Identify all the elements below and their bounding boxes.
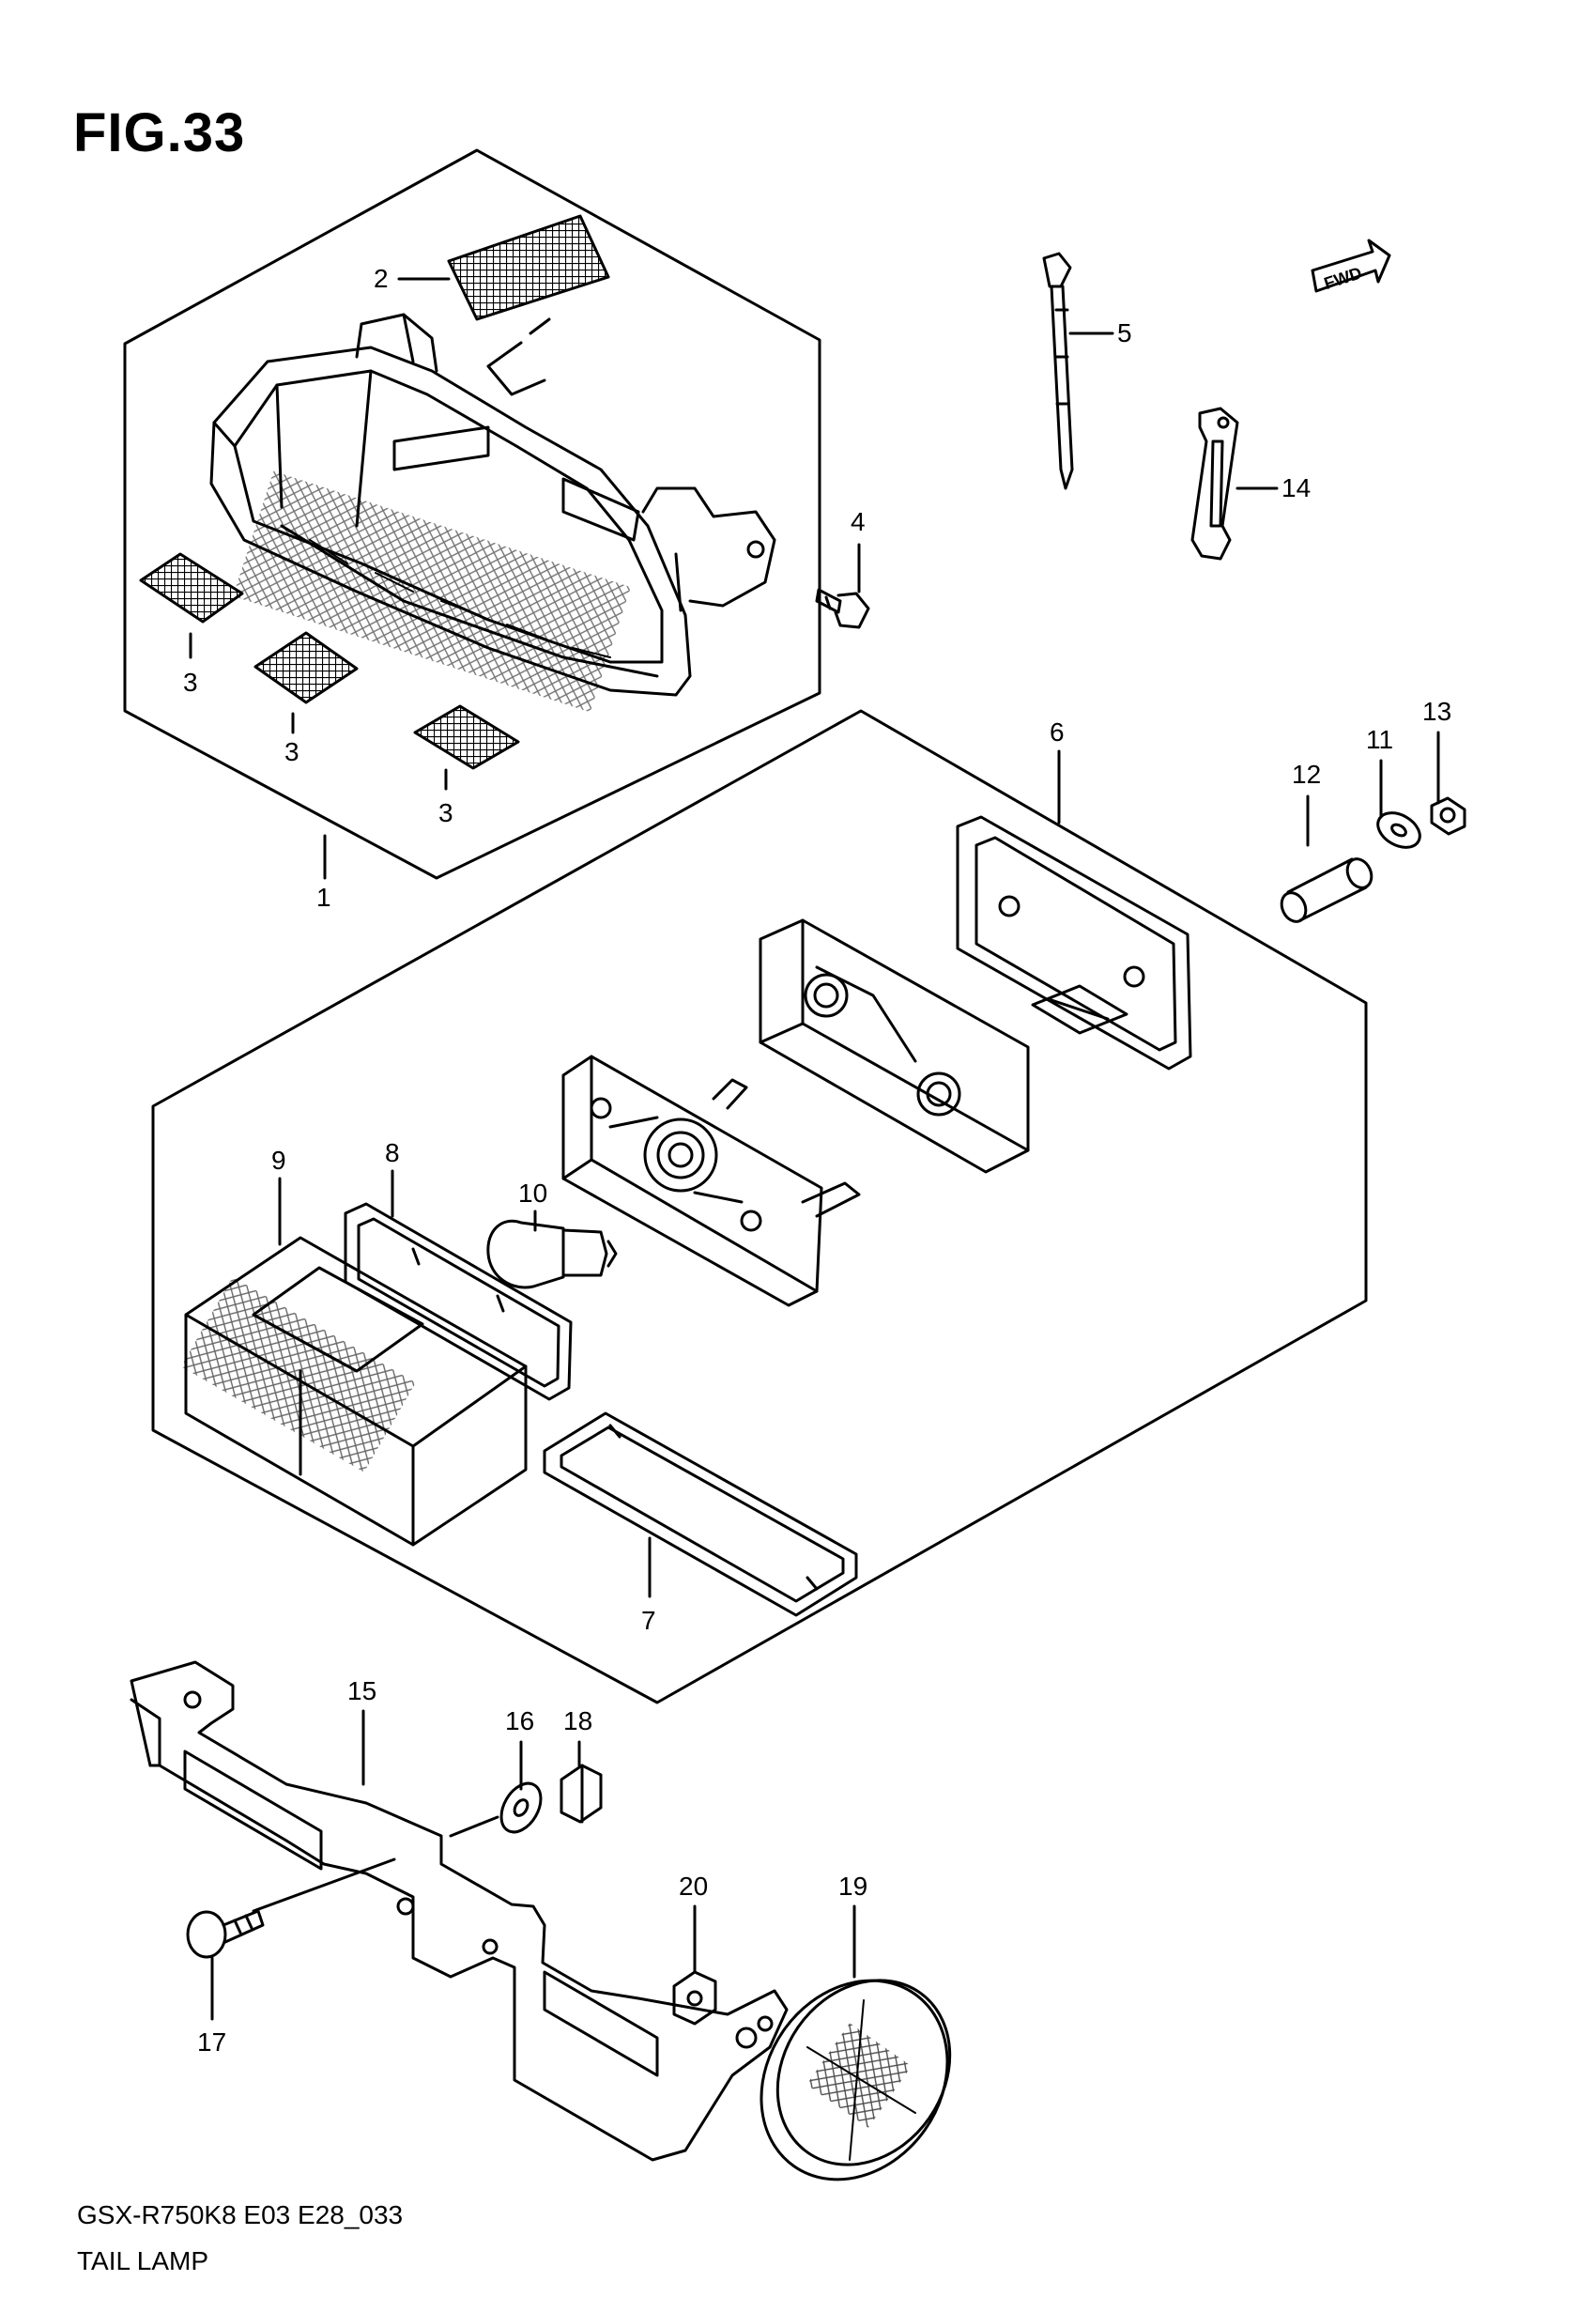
- collar-12: [1280, 857, 1373, 923]
- nut-20: [672, 1970, 717, 2026]
- nut-13: [1430, 796, 1466, 836]
- assembly-outline-lower: [151, 709, 1368, 1704]
- lens-plate-7: [543, 1411, 858, 1617]
- reflector-3a: [139, 552, 244, 624]
- bracket-15: [130, 1660, 789, 2162]
- callout-20: 20: [679, 1872, 708, 1901]
- screw-4: [815, 588, 870, 629]
- assembly-outline-upper: [123, 148, 821, 880]
- reflector-3c: [413, 704, 520, 770]
- callout-9: 9: [271, 1146, 286, 1175]
- callout-4: 4: [851, 507, 866, 536]
- lamp-socket-housing: [759, 918, 1128, 1174]
- figure-title: FIG.33: [73, 102, 246, 163]
- callout-10: 10: [518, 1179, 547, 1208]
- washer-16: [499, 1781, 543, 1834]
- callout-15: 15: [347, 1676, 376, 1705]
- callout-11: 11: [1366, 725, 1393, 754]
- figure-name: TAIL LAMP: [77, 2246, 209, 2275]
- figure-code: GSX-R750K8 E03 E28_033: [77, 2200, 404, 2229]
- fwd-label: FWD: [1322, 263, 1364, 293]
- callout-13: 13: [1422, 697, 1451, 726]
- callout-6: 6: [1050, 717, 1065, 747]
- callout-19: 19: [838, 1872, 867, 1901]
- reflector-19: [760, 1979, 952, 2181]
- clamp-14: [1190, 407, 1239, 561]
- callout-18: 18: [563, 1706, 592, 1735]
- callout-12: 12: [1292, 760, 1321, 789]
- nut-18: [560, 1764, 603, 1824]
- reflector-2: [447, 214, 610, 321]
- washer-11: [1376, 811, 1421, 849]
- callout-3: 3: [183, 668, 198, 697]
- bulb-10: [486, 1219, 618, 1289]
- callout-1: 1: [316, 883, 331, 912]
- tail-lamp-assembly: [209, 313, 776, 713]
- callout-17: 17: [197, 2027, 226, 2057]
- callout-16: 16: [505, 1706, 534, 1735]
- callout-5: 5: [1117, 318, 1132, 347]
- callout-3: 3: [284, 737, 299, 766]
- forward-direction-arrow: [1311, 239, 1391, 293]
- leader-16b: [449, 1815, 499, 1838]
- leader-15b: [252, 1857, 396, 1913]
- callout-8: 8: [385, 1138, 400, 1167]
- gasket-6: [956, 815, 1192, 1071]
- callout-14: 14: [1281, 473, 1311, 502]
- bulb-socket-plate: [561, 1055, 861, 1307]
- reflector-3b: [253, 631, 359, 704]
- callout-7: 7: [641, 1606, 656, 1635]
- bolt-17: [186, 1909, 265, 1959]
- callout-2: 2: [374, 264, 389, 293]
- callout-3: 3: [438, 798, 453, 827]
- lens-9: [180, 1236, 528, 1547]
- cable-tie-5: [1042, 252, 1074, 490]
